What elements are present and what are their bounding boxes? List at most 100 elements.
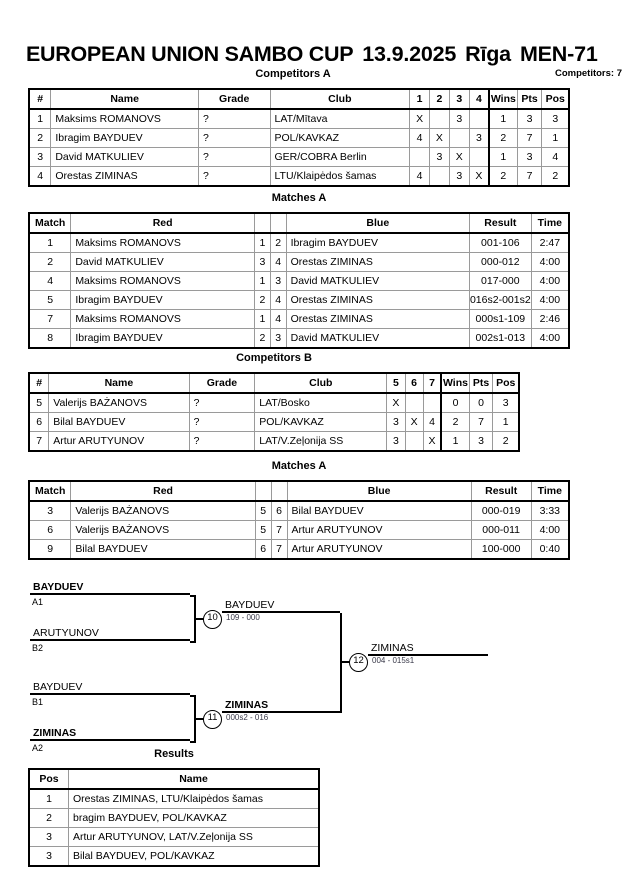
slot-underline — [30, 693, 190, 695]
cell-time: 2:47 — [530, 232, 570, 253]
connector — [194, 718, 208, 720]
col-blue-seed — [269, 213, 287, 234]
cell-name: Maksims ROMANOVS — [50, 108, 199, 129]
cell-vs — [422, 392, 442, 413]
cell-blue: Bilal BAYDUEV — [286, 500, 472, 521]
cell-match: 7 — [28, 309, 72, 329]
cell-blue: David MATKULIEV — [285, 271, 470, 291]
cell-pos: 3 — [28, 827, 69, 847]
cell-num: 7 — [28, 431, 50, 452]
cell-blue-seed: 2 — [269, 232, 287, 253]
cell-vs: 4 — [409, 166, 430, 187]
cell-red-seed: 1 — [253, 232, 271, 253]
cell-red: Ibragim BAYDUEV — [70, 290, 255, 310]
slot-underline — [30, 593, 190, 595]
cell-vs — [429, 108, 450, 129]
cell-vs: X — [429, 128, 450, 148]
cell-pts: 7 — [516, 166, 543, 187]
cell-pos: 2 — [492, 431, 520, 452]
bracket-winner-name: ZIMINAS — [225, 699, 269, 711]
bracket-node-10[interactable]: 10 — [203, 610, 222, 629]
cell-pos: 1 — [28, 788, 69, 809]
cell-vs: X — [448, 147, 470, 167]
col-match: Match — [28, 481, 72, 502]
slot-underline — [30, 639, 190, 641]
event-city: Rīga — [465, 42, 511, 66]
col-vs-6: 6 — [404, 373, 424, 394]
cell-pos: 2 — [541, 166, 570, 187]
caption-results: Results — [154, 748, 194, 760]
bracket-slot-a1: BAYDUEV A1 — [30, 575, 190, 607]
col-red-seed — [254, 481, 272, 502]
cell-match: 3 — [28, 500, 72, 521]
cell-wins: 2 — [440, 412, 470, 432]
bracket-winner-12: ZIMINAS — [368, 636, 488, 658]
col-blue: Blue — [285, 213, 470, 234]
cell-num: 1 — [28, 108, 52, 129]
col-vs-4: 4 — [468, 89, 490, 110]
col-vs-3: 3 — [448, 89, 470, 110]
table-header-row: # Name Grade Club 1 2 3 4 Wins Pts Pos — [28, 89, 570, 110]
table-header-row: Match Red Blue Result Time — [28, 481, 570, 502]
cell-vs: 4 — [409, 128, 430, 148]
cell-match: 5 — [28, 290, 72, 310]
cell-result: 000-019 — [470, 500, 532, 521]
cell-red: Maksims ROMANOVS — [70, 232, 255, 253]
cell-name: Bilal BAYDUEV — [48, 412, 190, 432]
cell-match: 9 — [28, 539, 72, 560]
col-club: Club — [269, 89, 411, 110]
cell-time: 3:33 — [530, 500, 570, 521]
connector — [190, 641, 196, 643]
slot-underline — [222, 611, 340, 613]
bracket-node-11[interactable]: 11 — [203, 710, 222, 729]
competitors-count: Competitors: 7 — [554, 68, 622, 79]
cell-name: Artur ARUTYUNOV — [48, 431, 190, 452]
cell-vs: 4 — [422, 412, 442, 432]
cell-red: Ibragim BAYDUEV — [70, 328, 255, 349]
cell-pts: 7 — [468, 412, 494, 432]
cell-pts: 3 — [468, 431, 494, 452]
cell-vs: X — [422, 431, 442, 452]
cell-blue-seed: 3 — [269, 271, 287, 291]
cell-pts: 3 — [516, 108, 543, 129]
bracket-slot-seed: B1 — [32, 697, 44, 707]
caption-competitors-b: Competitors B — [236, 352, 312, 364]
cell-grade: ? — [188, 431, 256, 452]
cell-result: 002s1-013 — [468, 328, 532, 349]
col-pts: Pts — [468, 373, 494, 394]
connector — [340, 613, 342, 713]
cell-club: LAT/Bosko — [254, 392, 388, 413]
cell-time: 4:00 — [530, 271, 570, 291]
col-time: Time — [530, 481, 570, 502]
col-name: Name — [50, 89, 199, 110]
cell-vs: 3 — [448, 108, 470, 129]
col-wins: Wins — [440, 373, 470, 394]
col-club: Club — [254, 373, 388, 394]
competitors-a-table: # Name Grade Club 1 2 3 4 Wins Pts Pos 1… — [28, 88, 570, 187]
cell-grade: ? — [188, 392, 256, 413]
cell-pos: 3 — [28, 846, 69, 867]
bracket-slot-name: BAYDUEV — [33, 681, 83, 693]
col-vs-2: 2 — [429, 89, 450, 110]
cell-num: 6 — [28, 412, 50, 432]
cell-result: 001-106 — [468, 232, 532, 253]
col-pos: Pos — [541, 89, 570, 110]
caption-competitors-a: Competitors A — [255, 68, 331, 80]
event-date: 13.9.2025 — [362, 42, 457, 66]
cell-vs: X — [409, 108, 430, 129]
bracket-node-12[interactable]: 12 — [349, 653, 368, 672]
cell-wins: 1 — [488, 108, 518, 129]
